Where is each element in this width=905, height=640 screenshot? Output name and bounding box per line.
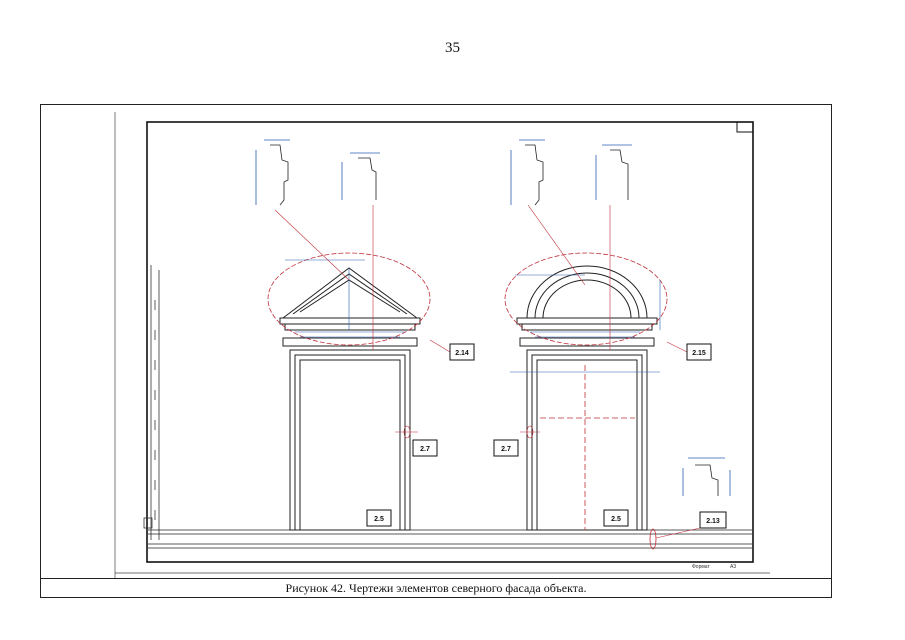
callout-2-14: 2.14	[455, 350, 469, 357]
right-window-centerlines	[540, 365, 635, 530]
left-dimensions	[285, 259, 405, 338]
right-leaders	[520, 204, 701, 539]
sheet-border	[146, 121, 754, 563]
profile-sketch-3	[510, 139, 545, 206]
right-dimensions	[510, 274, 661, 373]
left-window	[279, 267, 421, 531]
callout-2-7-left: 2.7	[420, 446, 430, 453]
callout-2-7-right: 2.7	[501, 446, 511, 453]
left-wall-section	[143, 265, 160, 540]
callout-2-5-left: 2.5	[374, 516, 384, 523]
callout-2-13: 2.13	[706, 518, 720, 525]
profile-sketch-5	[682, 457, 731, 496]
page-number: 35	[445, 40, 460, 56]
profile-sketch-1	[255, 139, 290, 206]
callout-boxes	[366, 343, 727, 529]
profile-sketch-2	[341, 152, 380, 200]
plinth	[148, 528, 752, 550]
detail-callout-right	[504, 252, 668, 346]
profile-sketch-4	[595, 144, 632, 200]
drawing-frame	[40, 104, 832, 598]
right-window	[516, 265, 658, 531]
stamp-size: А3	[730, 564, 736, 570]
callout-2-15: 2.15	[692, 350, 706, 357]
callout-2-5-right: 2.5	[611, 516, 621, 523]
left-leaders	[274, 205, 451, 439]
stamp-format: Формат	[692, 564, 710, 570]
figure-caption: Рисунок 42. Чертежи элементов северного …	[40, 578, 832, 598]
detail-callout-left	[267, 252, 431, 346]
